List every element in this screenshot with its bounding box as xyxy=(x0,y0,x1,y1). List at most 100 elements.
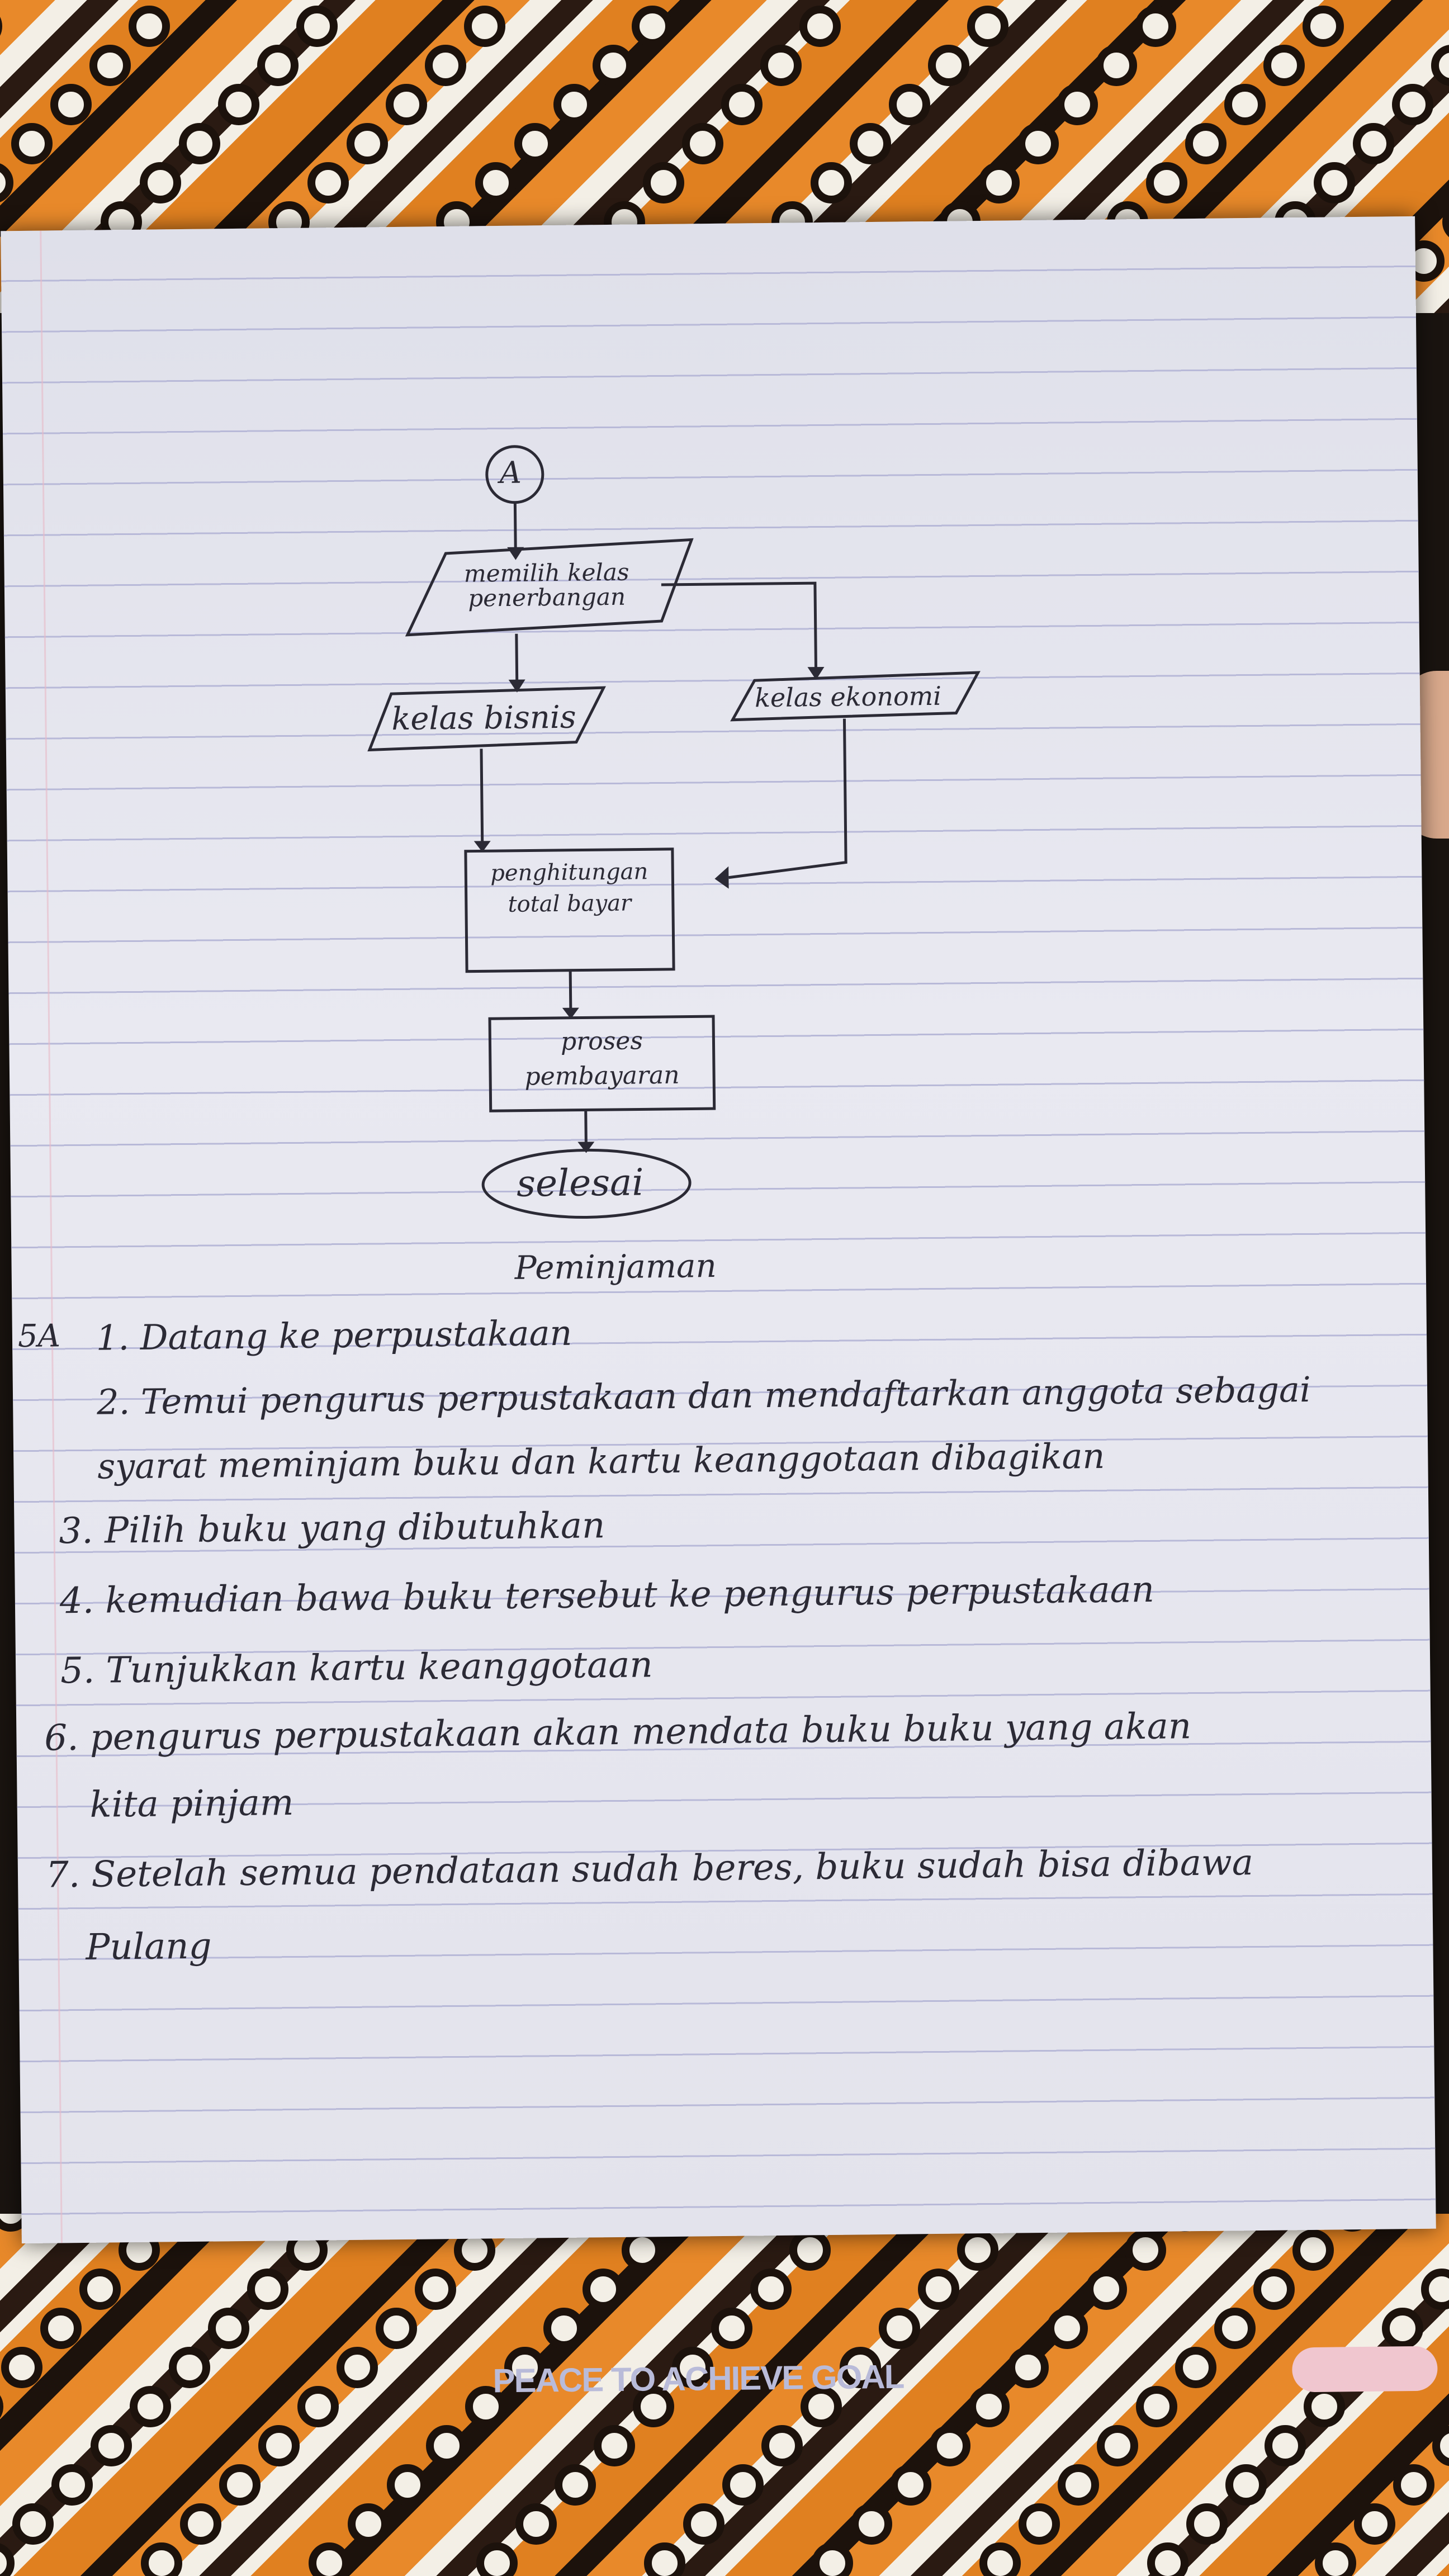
batik-ring xyxy=(1007,2347,1049,2388)
batik-ring xyxy=(890,2464,931,2506)
batik-ring xyxy=(89,45,131,86)
problem-number: 5A xyxy=(17,1318,61,1355)
business-class-label: kelas bisnis xyxy=(391,699,576,738)
batik-ring xyxy=(929,2425,970,2466)
batik-ring xyxy=(50,84,92,125)
batik-ring xyxy=(1186,2503,1228,2545)
batik-ring xyxy=(711,2308,752,2349)
batik-ring xyxy=(1292,2229,1334,2271)
batik-ring xyxy=(593,45,634,86)
batik-ring xyxy=(257,45,299,86)
select-class-box xyxy=(405,538,694,637)
batik-ring xyxy=(475,162,517,203)
batik-ring xyxy=(1392,84,1433,125)
batik-ring xyxy=(0,6,2,47)
batik-ring xyxy=(1147,2542,1188,2576)
connector-label: A xyxy=(499,454,522,491)
batik-ring xyxy=(79,2269,121,2310)
batik-ring xyxy=(643,162,684,203)
batik-ring xyxy=(553,84,595,125)
batik-ring xyxy=(387,2464,428,2506)
batik-ring xyxy=(1263,45,1305,86)
batik-ring xyxy=(1431,45,1449,86)
batik-ring xyxy=(1225,2464,1267,2506)
batik-ring xyxy=(1136,2386,1177,2427)
batik-ring xyxy=(979,2542,1021,2576)
batik-ring xyxy=(1019,2503,1060,2545)
batik-ring xyxy=(426,2425,467,2466)
batik-ring xyxy=(644,2542,685,2576)
batik-ring xyxy=(555,2464,596,2506)
batik-ring xyxy=(1432,2425,1449,2466)
batik-ring xyxy=(721,84,763,125)
batik-ring xyxy=(386,84,427,125)
arrow-economy-to-calculate xyxy=(728,718,847,879)
batik-ring xyxy=(1393,2464,1434,2506)
batik-ring xyxy=(218,84,259,125)
notebook-page: A memilih kelas penerbangan kelas bisnis… xyxy=(1,216,1438,2399)
batik-ring xyxy=(967,6,1008,47)
batik-ring xyxy=(1185,123,1227,164)
batik-ring xyxy=(219,2464,261,2506)
batik-ring xyxy=(309,2542,350,2576)
batik-ring xyxy=(208,2308,249,2349)
batik-ring xyxy=(1265,2425,1306,2466)
batik-fabric-bottom xyxy=(0,2214,1449,2576)
batik-ring xyxy=(1314,162,1355,203)
batik-ring xyxy=(1086,2269,1127,2310)
batik-ring xyxy=(799,6,841,47)
batik-ring xyxy=(1421,2269,1449,2310)
batik-ring xyxy=(879,2308,920,2349)
batik-ring xyxy=(850,123,891,164)
batik-ring xyxy=(348,2503,389,2545)
batik-ring xyxy=(247,2269,288,2310)
batik-ring xyxy=(633,2386,674,2427)
batik-ring xyxy=(1442,201,1449,243)
batik-ring xyxy=(0,2386,3,2427)
batik-ring xyxy=(179,123,220,164)
step-line: Pulang xyxy=(85,1925,212,1968)
batik-ring xyxy=(347,123,388,164)
batik-ring xyxy=(1,2347,42,2388)
batik-ring xyxy=(425,45,466,86)
footer-badge xyxy=(1291,2346,1438,2393)
batik-ring xyxy=(1135,6,1176,47)
batik-ring xyxy=(682,123,723,164)
batik-ring xyxy=(851,2503,892,2545)
batik-ring xyxy=(583,2269,624,2310)
batik-ring xyxy=(968,2386,1010,2427)
step-line: 3. Pilih buku yang dibutuhkan xyxy=(59,1505,605,1552)
batik-ring xyxy=(297,2386,339,2427)
batik-ring xyxy=(1315,2542,1356,2576)
batik-ring xyxy=(918,2269,959,2310)
batik-ring xyxy=(543,2308,585,2349)
footer-slogan: PEACE TO ACHIEVE GOAL xyxy=(493,2357,904,2400)
batik-ring xyxy=(1097,2425,1138,2466)
payment-box xyxy=(488,1015,716,1112)
batik-ring xyxy=(129,6,170,47)
batik-ring xyxy=(789,2229,831,2271)
select-class-label: memilih kelas penerbangan xyxy=(463,558,629,612)
batik-ring xyxy=(812,2542,853,2576)
economy-class-label: kelas ekonomi xyxy=(754,680,942,713)
batik-ring xyxy=(464,6,505,47)
batik-ring xyxy=(0,162,13,203)
batik-ring xyxy=(376,2308,417,2349)
step-line: kita pinjam xyxy=(89,1782,294,1826)
batik-ring xyxy=(1017,123,1059,164)
batik-ring xyxy=(1146,162,1187,203)
batik-ring xyxy=(307,162,349,203)
batik-ring xyxy=(514,123,556,164)
batik-ring xyxy=(1096,45,1137,86)
batik-ring xyxy=(811,162,852,203)
batik-ring xyxy=(11,123,53,164)
batik-ring xyxy=(515,2503,557,2545)
batik-ring xyxy=(683,2503,724,2545)
economy-class-box xyxy=(730,671,981,722)
batik-ring xyxy=(722,2464,764,2506)
arrow-select-to-economy xyxy=(661,581,818,670)
batik-ring xyxy=(1057,84,1098,125)
batik-ring xyxy=(12,2503,54,2545)
batik-ring xyxy=(761,2425,803,2466)
batik-ring xyxy=(1304,2386,1345,2427)
